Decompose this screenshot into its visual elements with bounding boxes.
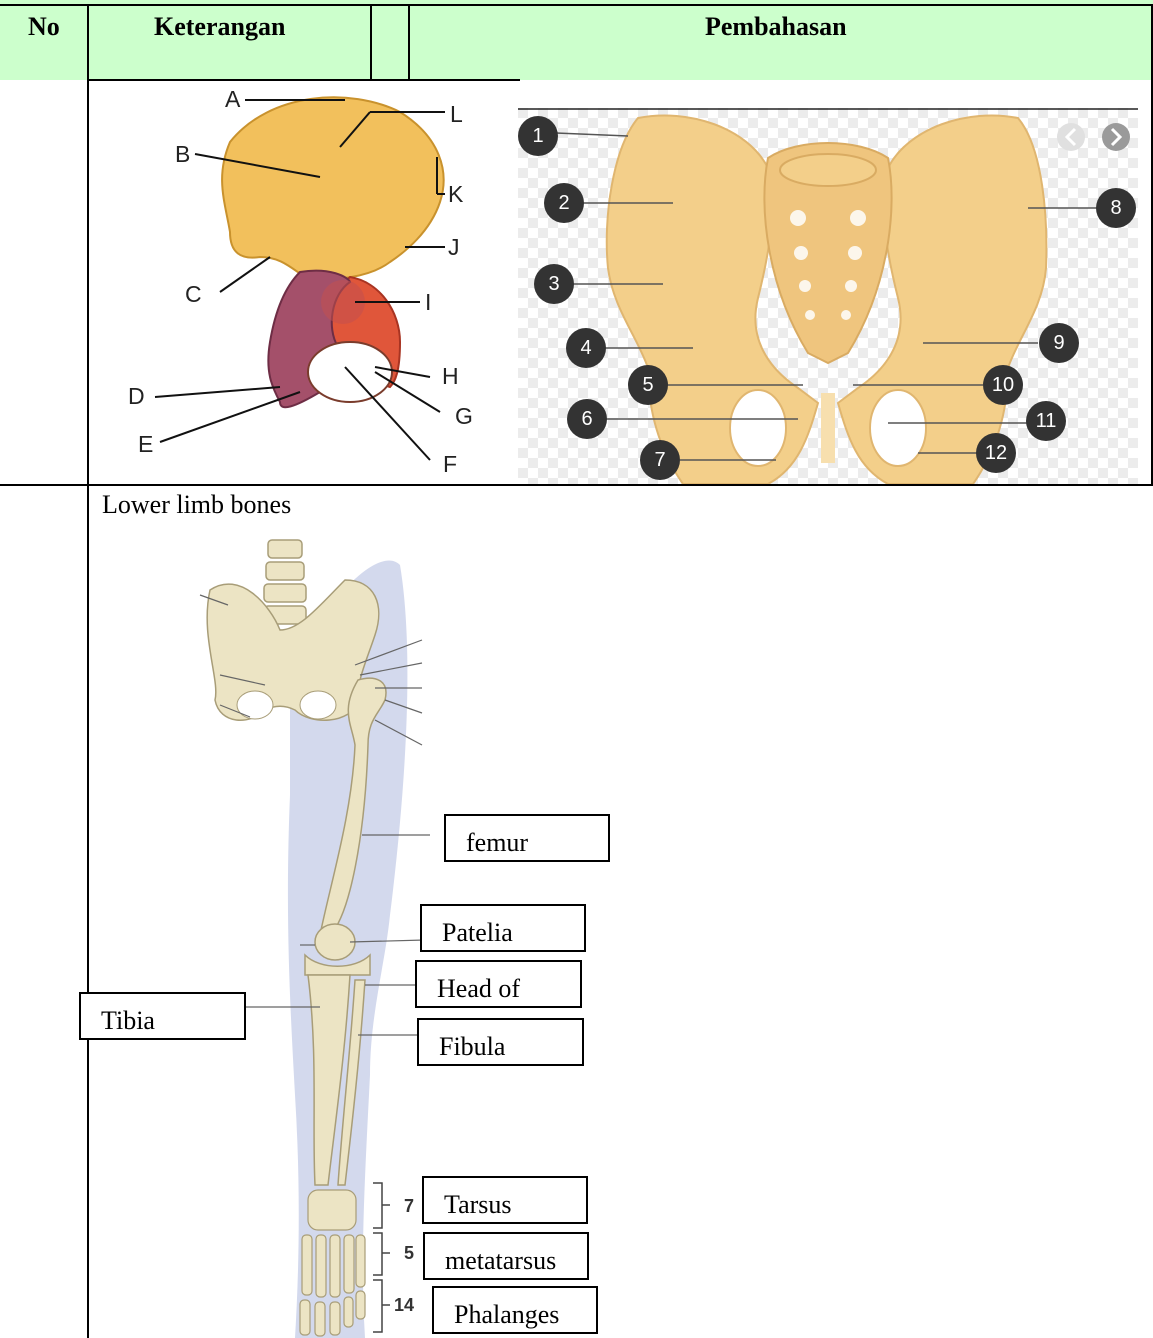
svg-text:9: 9 bbox=[1053, 332, 1064, 354]
metatarsus-label: metatarsus bbox=[445, 1248, 556, 1274]
header-cell-blank bbox=[371, 0, 409, 80]
pelvis-marker-4: 4 bbox=[566, 328, 606, 368]
col-border-1 bbox=[87, 4, 89, 1338]
phalanges-count: 14 bbox=[394, 1295, 414, 1315]
hip-label-h: H bbox=[442, 363, 459, 389]
pelvis-marker-1: 1 bbox=[518, 116, 558, 156]
ilium-shape bbox=[222, 97, 444, 279]
tarsus-count: 7 bbox=[404, 1196, 414, 1216]
hip-label-a: A bbox=[225, 86, 241, 112]
tibia-label-box[interactable]: Tibia bbox=[79, 992, 246, 1040]
hip-label-f: F bbox=[443, 451, 457, 477]
hip-label-g: G bbox=[455, 403, 473, 429]
svg-text:2: 2 bbox=[558, 192, 569, 214]
header-no: No bbox=[28, 12, 60, 42]
pelvis-marker-5: 5 bbox=[628, 365, 668, 405]
header-keterangan: Keterangan bbox=[154, 12, 285, 42]
svg-text:4: 4 bbox=[580, 337, 591, 359]
patella-label: Patelia bbox=[442, 920, 513, 946]
tibia-label: Tibia bbox=[101, 1008, 155, 1034]
hip-label-e: E bbox=[138, 431, 153, 457]
femur-label: femur bbox=[466, 830, 528, 856]
metatarsus-label-box[interactable]: metatarsus bbox=[423, 1232, 589, 1280]
pelvis-marker-11: 11 bbox=[1026, 401, 1066, 441]
metatarsus-count: 5 bbox=[404, 1243, 414, 1263]
pelvis-right-foramen bbox=[870, 390, 926, 466]
header-pembahasan: Pembahasan bbox=[705, 12, 847, 42]
head-of-label-box[interactable]: Head of bbox=[415, 960, 582, 1008]
svg-text:8: 8 bbox=[1110, 197, 1121, 219]
chevron-right-icon[interactable] bbox=[1102, 123, 1130, 151]
hip-label-d: D bbox=[128, 383, 145, 409]
pelvis-symphysis bbox=[821, 393, 835, 463]
pelvis-marker-12: 12 bbox=[976, 433, 1016, 473]
head-of-label: Head of bbox=[437, 976, 520, 1002]
pelvis-marker-3: 3 bbox=[534, 264, 574, 304]
patella-label-box[interactable]: Patelia bbox=[420, 904, 586, 952]
pelvis-figure: 1 2 3 4 5 6 7 8 9 10 11 12 bbox=[518, 108, 1138, 484]
pelvis-left-foramen bbox=[730, 390, 786, 466]
hip-label-k: K bbox=[448, 181, 464, 207]
svg-text:6: 6 bbox=[581, 408, 592, 430]
svg-text:3: 3 bbox=[548, 273, 559, 295]
femur-label-box[interactable]: femur bbox=[444, 814, 610, 862]
lower-limb-figure: 7 5 14 bbox=[190, 535, 430, 1338]
col-border-2 bbox=[370, 4, 372, 80]
pelvis-marker-10: 10 bbox=[983, 365, 1023, 405]
hip-label-b: B bbox=[175, 141, 190, 167]
pelvis-marker-9: 9 bbox=[1039, 323, 1079, 363]
fibula-label: Fibula bbox=[439, 1034, 505, 1060]
svg-text:12: 12 bbox=[985, 442, 1007, 464]
svg-text:1: 1 bbox=[532, 125, 543, 147]
hip-label-j: J bbox=[448, 234, 460, 260]
hip-bone-figure: A B C D E F G H I J K L bbox=[100, 82, 510, 482]
table-right-border bbox=[1151, 4, 1153, 484]
svg-text:11: 11 bbox=[1036, 410, 1057, 432]
hip-label-c: C bbox=[185, 281, 202, 307]
hip-label-i: I bbox=[425, 289, 431, 315]
row-1-bottom-border bbox=[0, 484, 1153, 486]
pelvis-marker-6: 6 bbox=[567, 399, 607, 439]
header-bottom-border bbox=[88, 79, 520, 81]
lower-limb-title: Lower limb bones bbox=[102, 490, 291, 520]
svg-text:5: 5 bbox=[642, 374, 653, 396]
phalanges-label-box[interactable]: Phalanges bbox=[432, 1286, 598, 1334]
pelvis-marker-7: 7 bbox=[640, 440, 680, 480]
tarsus-label-box[interactable]: Tarsus bbox=[422, 1176, 588, 1224]
hip-label-l: L bbox=[450, 101, 463, 127]
pelvis-marker-8: 8 bbox=[1096, 188, 1136, 228]
col-border-3 bbox=[408, 4, 410, 80]
pelvis-marker-2: 2 bbox=[544, 183, 584, 223]
svg-text:10: 10 bbox=[992, 374, 1014, 396]
svg-text:7: 7 bbox=[654, 449, 665, 471]
chevron-left-icon[interactable] bbox=[1057, 123, 1085, 151]
patella-bone bbox=[315, 924, 355, 960]
pelvis-s1-body bbox=[780, 154, 876, 186]
tarsus-label: Tarsus bbox=[444, 1192, 512, 1218]
phalanges-label: Phalanges bbox=[454, 1302, 559, 1328]
fibula-label-box[interactable]: Fibula bbox=[417, 1018, 584, 1066]
table-top-border bbox=[0, 4, 1153, 6]
